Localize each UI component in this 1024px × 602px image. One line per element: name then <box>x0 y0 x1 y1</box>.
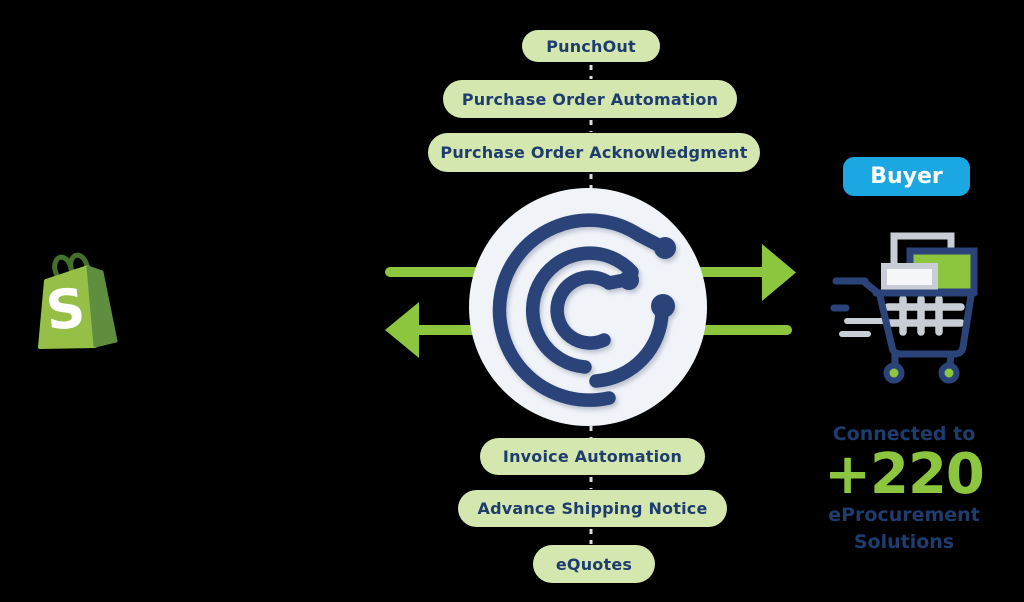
pill-invoice-automation: Invoice Automation <box>480 438 705 475</box>
pill-label: eQuotes <box>555 554 633 574</box>
pill-label: Purchase Order Acknowledgment <box>440 143 748 162</box>
stats-prefix: Connected to <box>832 423 976 445</box>
pill-label: PunchOut <box>546 36 636 56</box>
shopify-letter: S <box>43 276 87 342</box>
pill-purchase-order-automation: Purchase Order Automation <box>443 80 737 118</box>
stats-line2: eProcurement <box>828 504 980 527</box>
pill-label: Purchase Order Automation <box>461 89 719 109</box>
pill-label: Advance Shipping Notice <box>477 499 708 518</box>
stats-line3: Solutions <box>853 530 955 553</box>
pill-label: Invoice Automation <box>502 447 683 466</box>
pill-purchase-order-acknowledgment: Purchase Order Acknowledgment <box>428 133 760 172</box>
buyer-button[interactable]: Buyer <box>843 157 970 196</box>
pill-advance-shipping-notice: Advance Shipping Notice <box>458 490 727 527</box>
pill-punchout: PunchOut <box>522 30 660 62</box>
shopping-cart-icon <box>830 232 978 384</box>
conexiom-logo-icon <box>469 188 707 426</box>
shopify-bag-icon: S <box>38 252 118 349</box>
connected-stats: Connected to +220 eProcurement Solutions <box>804 423 1004 554</box>
pill-equotes: eQuotes <box>533 545 655 583</box>
buyer-label: Buyer <box>870 164 943 189</box>
stats-count: +220 <box>824 441 985 507</box>
